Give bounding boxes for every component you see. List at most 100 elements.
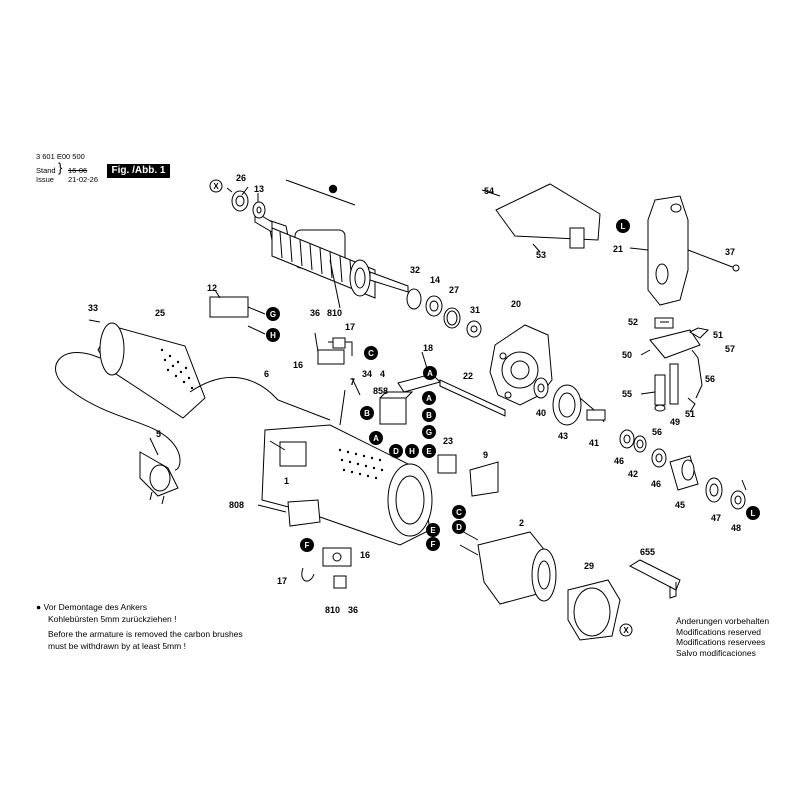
callout-h-1: H (266, 328, 280, 342)
figure-tag: Fig. /Abb. 1 (107, 164, 170, 178)
part-label-46b: 46 (651, 479, 661, 489)
callout-h-text-2: H (409, 447, 415, 456)
note-en-line2: must be withdrawn by at least 5mm ! (48, 641, 186, 651)
part-label-12: 12 (207, 283, 217, 293)
callout-l-text-2: L (751, 509, 756, 518)
part-label-41: 41 (589, 438, 599, 448)
part-label-655: 655 (640, 547, 655, 557)
part-label-29: 29 (584, 561, 594, 571)
note-en: Before the armature is removed the carbo… (48, 628, 243, 652)
guard-29 (567, 579, 621, 641)
part-label-9: 9 (483, 450, 488, 460)
part-label-27: 27 (449, 285, 459, 295)
callout-d-text: D (393, 447, 399, 456)
part-label-810: 810 (327, 308, 342, 318)
lever-22 (397, 373, 506, 417)
callout-g-1: G (266, 307, 280, 321)
part-label-4: 4 (380, 369, 385, 379)
callout-h-text: H (270, 331, 276, 340)
label-plate-9 (469, 461, 499, 497)
screw-33 (88, 319, 101, 323)
part-label-45: 45 (675, 500, 685, 510)
spring-17b (301, 567, 315, 582)
bracket-50 (649, 317, 710, 399)
callout-f-text-2: F (305, 541, 310, 550)
part-label-54: 54 (484, 186, 494, 196)
part-label-53: 53 (536, 250, 546, 260)
ring-42 (633, 435, 647, 453)
leader-x (226, 187, 233, 193)
note-de-line2: Kohlebürsten 5mm zurückziehen ! (48, 614, 177, 624)
leader-50 (640, 349, 651, 356)
vent-holes-25 (160, 348, 194, 390)
issue-value: 21-02-26 (68, 175, 99, 184)
part-label-2: 2 (519, 518, 524, 528)
screw-34 (351, 377, 361, 396)
part-number-labels: 26 13 3 54 21 37 53 32 14 27 31 20 12 33… (88, 173, 741, 615)
leader-53 (532, 243, 541, 253)
switch-12 (209, 296, 266, 335)
electronics-4 (379, 391, 414, 425)
clamp-screw-55 (654, 374, 666, 412)
leader-21 (629, 247, 649, 251)
callout-g-text-2: G (426, 428, 432, 437)
washer-46 (619, 429, 635, 449)
callout-a-text-3: A (427, 369, 433, 378)
part-label-810b: 810 (325, 605, 340, 615)
part-label-808: 808 (229, 500, 244, 510)
callout-g-text: G (270, 310, 276, 319)
part-label-37: 37 (725, 247, 735, 257)
document-number: 3 601 E00 500 (36, 152, 85, 161)
part-label-6: 6 (264, 369, 269, 379)
part-label-21: 21 (613, 244, 623, 254)
callout-d-2: D (452, 520, 466, 534)
issue-label: Issue (36, 175, 54, 184)
part-label-31: 31 (470, 305, 480, 315)
callout-l-bottom: L (746, 506, 760, 520)
callout-b-text-2: B (364, 409, 370, 418)
stand-label: Stand (36, 166, 56, 175)
screws-2 (459, 529, 479, 556)
part-label-17: 17 (345, 322, 355, 332)
part-label-51: 51 (713, 330, 723, 340)
bearing-14 (425, 295, 443, 317)
leader-12 (214, 289, 221, 299)
part-23 (437, 454, 457, 474)
sleeve-45 (669, 455, 699, 491)
part-label-5: 5 (156, 429, 161, 439)
callout-x-top: X (209, 179, 223, 193)
part-label-50: 50 (622, 350, 632, 360)
callout-letters: X X L L G H (209, 179, 760, 637)
leader-26 (241, 186, 249, 196)
callout-a-text: A (426, 394, 432, 403)
part-label-858: 858 (373, 386, 388, 396)
part-label-25: 25 (155, 308, 165, 318)
nut-48 (730, 490, 746, 510)
callout-circles (328, 184, 338, 194)
part-label-40: 40 (536, 408, 546, 418)
part-label-36: 36 (310, 308, 320, 318)
part-label-13: 13 (254, 184, 264, 194)
note-en-line1: Before the armature is removed the carbo… (48, 629, 243, 639)
callout-l-top: L (616, 219, 630, 233)
housing-21 (647, 195, 689, 306)
callout-b-1: B (422, 408, 436, 422)
callout-f-text: F (431, 540, 436, 549)
part-label-34: 34 (362, 369, 372, 379)
part-label-48: 48 (731, 523, 741, 533)
stand-value: 16-06 (68, 166, 88, 175)
part-label-22: 22 (463, 371, 473, 381)
callout-e-1: E (422, 444, 436, 458)
part-label-46: 46 (614, 456, 624, 466)
callout-x-text: X (213, 182, 219, 191)
brush-810 (332, 337, 346, 349)
vent-holes (338, 448, 384, 480)
part-label-43: 43 (558, 431, 568, 441)
bullet-3 (328, 184, 338, 194)
cable-6 (189, 376, 331, 421)
washer-40 (533, 377, 549, 399)
motor-housing-1 (261, 424, 433, 546)
callout-h-2: H (405, 444, 419, 458)
callout-c-text-2: C (456, 508, 462, 517)
callout-c-2: C (452, 505, 466, 519)
